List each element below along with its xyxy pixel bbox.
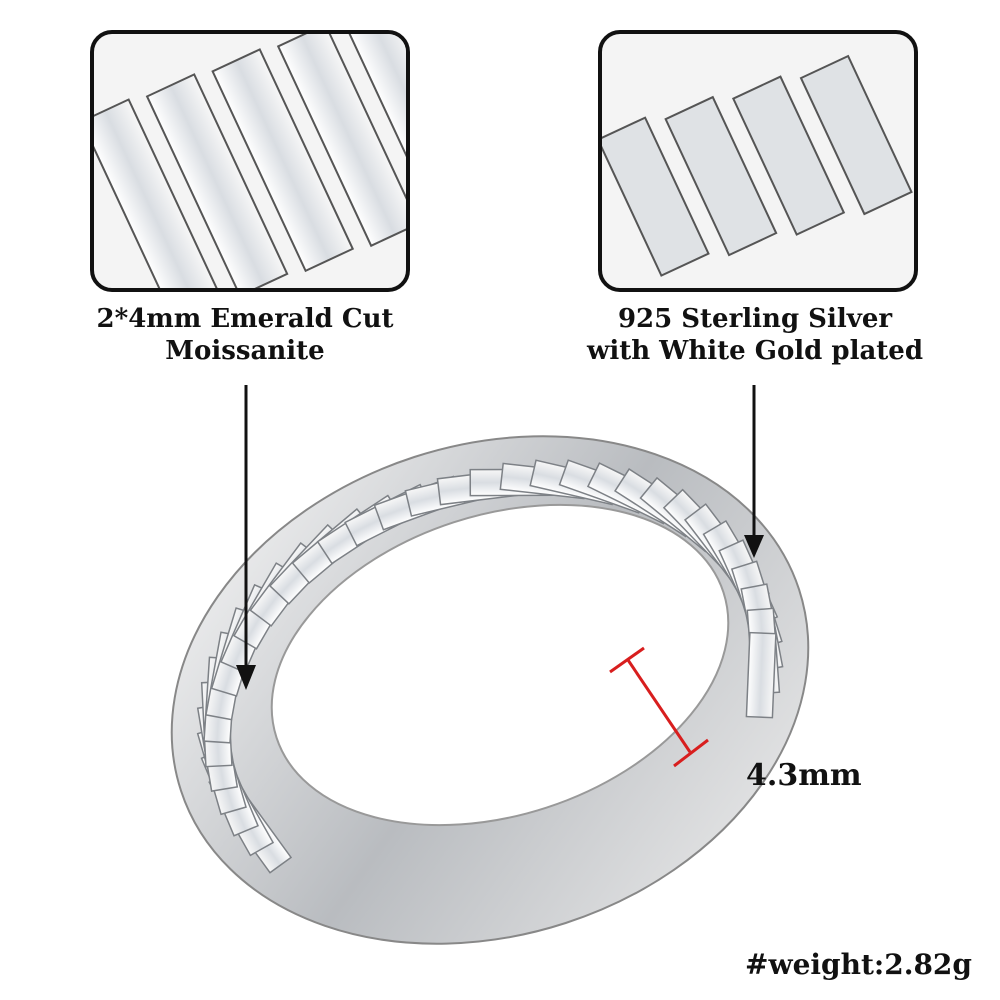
arrow-right bbox=[744, 385, 764, 558]
weight-label: #weight:2.82g bbox=[745, 948, 972, 981]
stone bbox=[602, 116, 710, 277]
stone-callout-line2: Moissanite bbox=[165, 336, 325, 366]
width-dimension-label: 4.3mm bbox=[746, 758, 862, 793]
width-measure-marker bbox=[609, 646, 709, 768]
stones-group bbox=[196, 459, 784, 874]
metal-callout: 925 Sterling Silver with White Gold plat… bbox=[580, 303, 930, 367]
stone bbox=[799, 54, 913, 216]
stone-callout: 2*4mm Emerald Cut Moissanite bbox=[80, 303, 410, 367]
stone bbox=[211, 48, 355, 273]
stone bbox=[276, 34, 406, 248]
stone bbox=[745, 631, 777, 719]
stone bbox=[145, 73, 289, 288]
stone-callout-line1: 2*4mm Emerald Cut bbox=[96, 304, 394, 334]
metal-callout-line1: 925 Sterling Silver bbox=[617, 304, 893, 334]
closeup-band-image bbox=[598, 30, 918, 292]
stone bbox=[342, 34, 406, 223]
closeup-stones-image bbox=[90, 30, 410, 292]
metal-callout-line2: with White Gold plated bbox=[586, 336, 924, 366]
arrow-left bbox=[236, 385, 256, 690]
stone bbox=[94, 98, 223, 288]
stone bbox=[731, 75, 846, 236]
stone bbox=[664, 95, 778, 257]
